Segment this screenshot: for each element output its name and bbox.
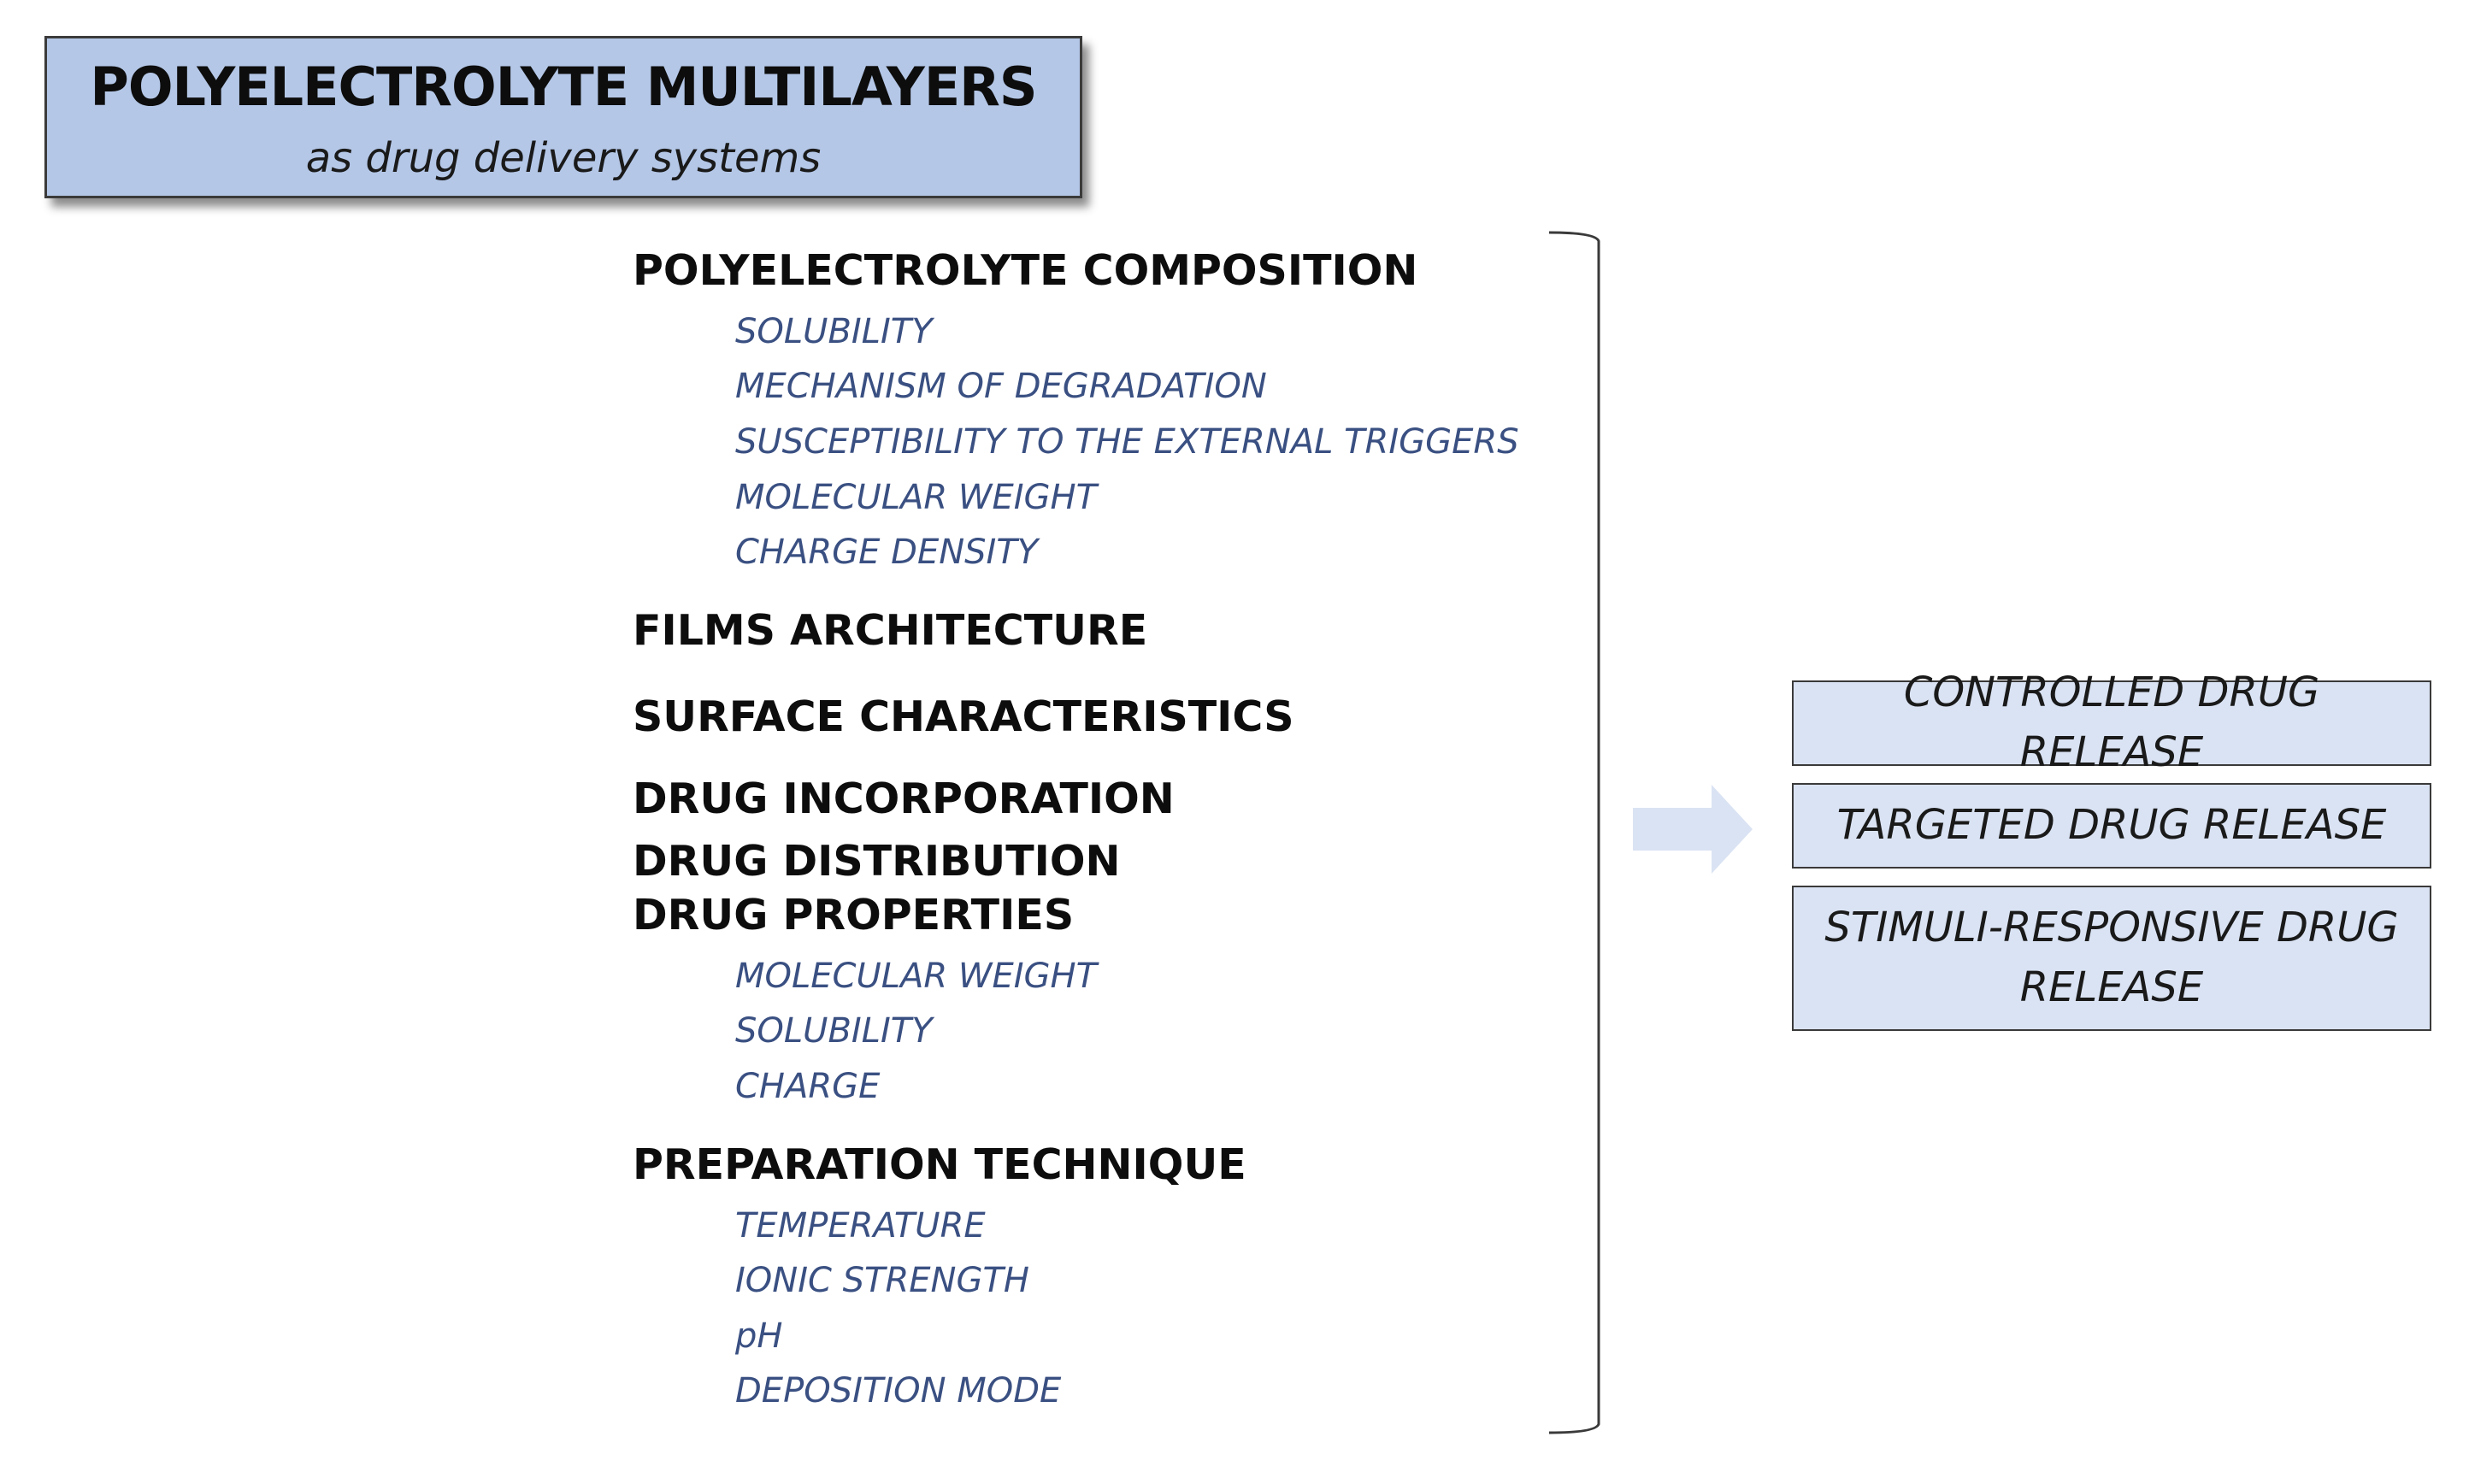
outcome-stimuli-responsive-drug-release: STIMULI-RESPONSIVE DRUG RELEASE: [1792, 886, 2431, 1031]
factor-item: CHARGE DENSITY: [735, 533, 1039, 572]
factor-item: pH: [735, 1316, 783, 1356]
factor-item: IONIC STRENGTH: [735, 1261, 1029, 1300]
diagram-subtitle: as drug delivery systems: [305, 134, 822, 182]
factors-list: POLYELECTROLYTE COMPOSITION SOLUBILITY M…: [633, 0, 1573, 1484]
factor-item: CHARGE: [735, 1067, 881, 1106]
factor-item: MOLECULAR WEIGHT: [735, 478, 1098, 517]
outcome-label: CONTROLLED DRUG RELEASE: [1903, 668, 2320, 776]
factor-heading-surface-characteristics: SURFACE CHARACTERISTICS: [633, 692, 1294, 741]
arrow-right-icon: [1633, 785, 1753, 874]
factor-heading-preparation-technique: PREPARATION TECHNIQUE: [633, 1140, 1246, 1189]
outcome-label: STIMULI-RESPONSIVE DRUG RELEASE: [1824, 904, 2399, 1011]
factor-item: SUSCEPTIBILITY TO THE EXTERNAL TRIGGERS: [735, 422, 1519, 462]
factor-heading-drug-incorporation: DRUG INCORPORATION: [633, 774, 1175, 823]
title-box: POLYELECTROLYTE MULTILAYERS as drug deli…: [44, 36, 1082, 198]
factor-item: SOLUBILITY: [735, 1011, 933, 1051]
factor-item: TEMPERATURE: [735, 1206, 986, 1246]
factor-heading-drug-distribution: DRUG DISTRIBUTION: [633, 837, 1121, 886]
factor-item: MECHANISM OF DEGRADATION: [735, 367, 1267, 406]
factor-heading-polyelectrolyte-composition: POLYELECTROLYTE COMPOSITION: [633, 246, 1418, 295]
factor-item: DEPOSITION MODE: [735, 1371, 1062, 1410]
outcome-controlled-drug-release: CONTROLLED DRUG RELEASE: [1792, 668, 2431, 776]
diagram-title: POLYELECTROLYTE MULTILAYERS: [90, 56, 1037, 118]
factor-heading-drug-properties: DRUG PROPERTIES: [633, 891, 1075, 939]
factor-item: SOLUBILITY: [735, 312, 933, 351]
outcome-label: TARGETED DRUG RELEASE: [1836, 801, 2387, 850]
outcome-targeted-drug-release: TARGETED DRUG RELEASE: [1792, 783, 2431, 869]
factor-item: MOLECULAR WEIGHT: [735, 957, 1098, 996]
factor-heading-films-architecture: FILMS ARCHITECTURE: [633, 606, 1148, 655]
